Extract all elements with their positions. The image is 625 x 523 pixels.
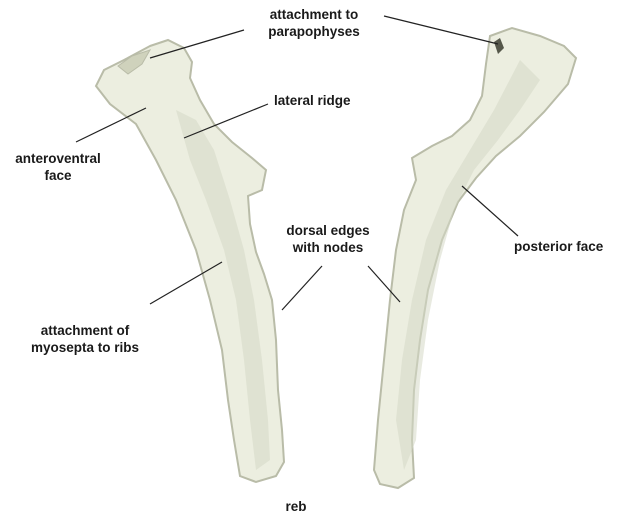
figure-caption-text: reb — [285, 499, 306, 514]
leader-dorsal-edge-left — [282, 266, 322, 310]
label-lateral-ridge: lateral ridge — [274, 92, 351, 109]
label-anteroventral-face-line2: face — [8, 167, 108, 184]
label-dorsal-edges-line2: with nodes — [268, 239, 388, 256]
label-dorsal-edges: dorsal edges with nodes — [268, 222, 388, 256]
label-myosepta-line1: attachment of — [14, 322, 156, 339]
label-anteroventral-face-line1: anteroventral — [8, 150, 108, 167]
label-posterior-face-text: posterior face — [514, 239, 603, 254]
label-myosepta: attachment of myosepta to ribs — [14, 322, 156, 356]
figure-caption: reb — [266, 498, 326, 515]
leader-posterior-face — [462, 186, 518, 236]
right-rib — [374, 28, 576, 488]
label-anteroventral-face: anteroventral face — [8, 150, 108, 184]
label-lateral-ridge-text: lateral ridge — [274, 93, 351, 108]
label-dorsal-edges-line1: dorsal edges — [268, 222, 388, 239]
leader-parapophyses-right — [384, 16, 498, 44]
label-posterior-face: posterior face — [514, 238, 603, 255]
label-attachment-parapophyses-line1: attachment to — [250, 6, 378, 23]
label-attachment-parapophyses-line2: parapophyses — [250, 23, 378, 40]
label-myosepta-line2: myosepta to ribs — [14, 339, 156, 356]
left-rib — [96, 40, 284, 482]
label-attachment-parapophyses: attachment to parapophyses — [250, 6, 378, 40]
